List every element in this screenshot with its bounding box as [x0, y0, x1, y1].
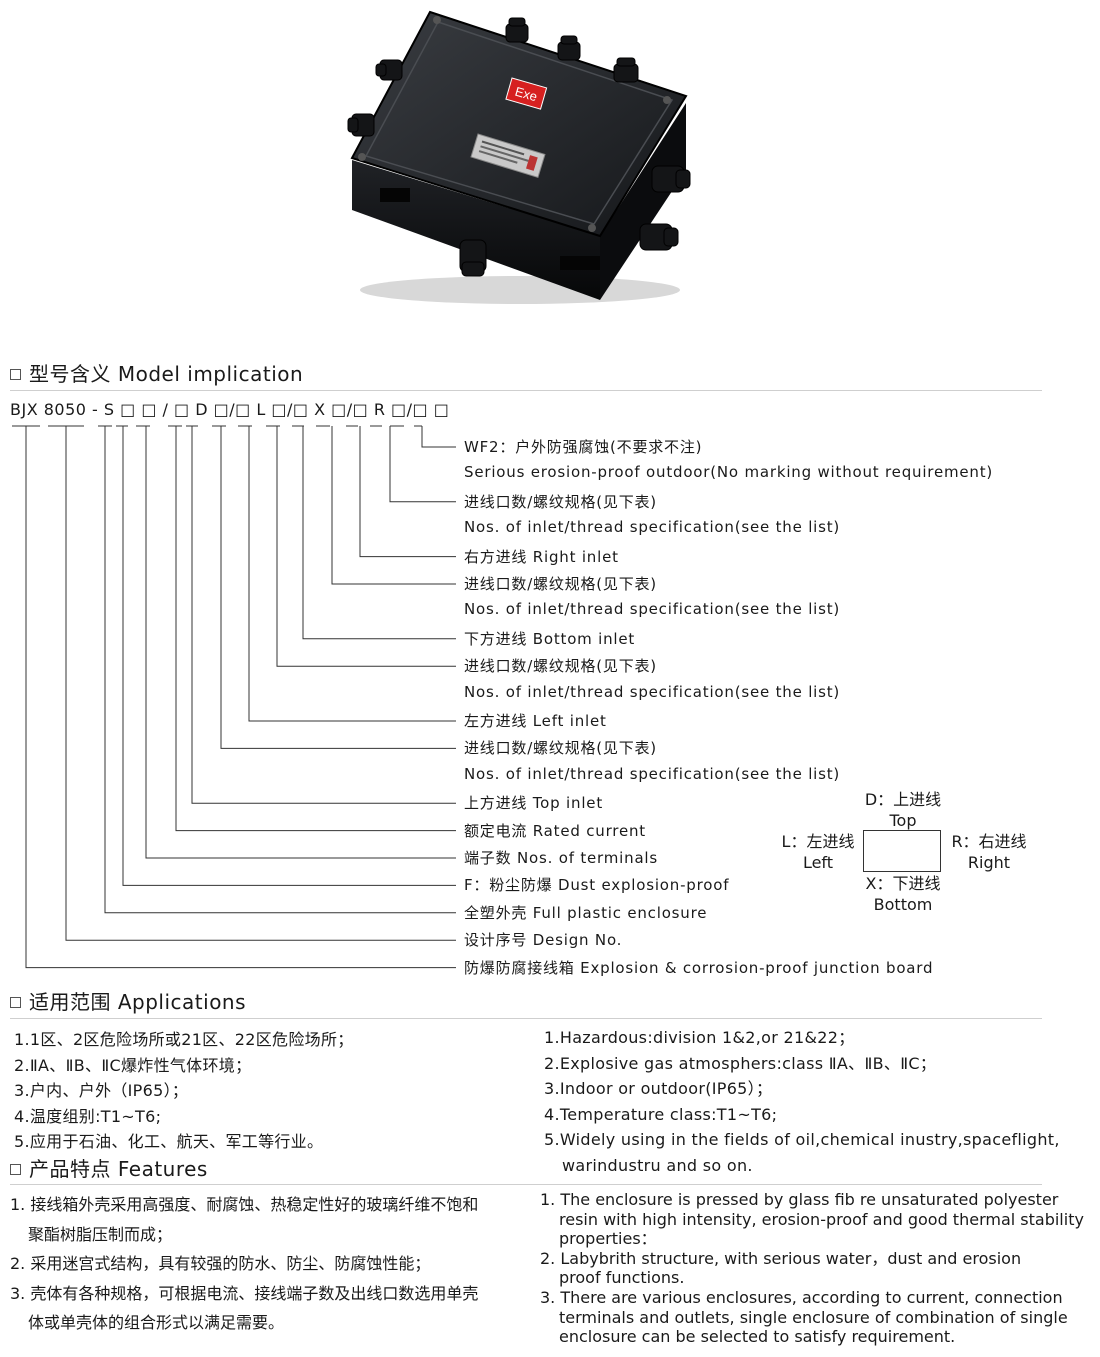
model-callout-label: 额定电流 Rated current: [464, 821, 646, 840]
list-item: 1.Hazardous:division 1&2,or 21&22；: [544, 1028, 855, 1047]
list-item: 体或单壳体的组合形式以满足需要。: [28, 1313, 285, 1332]
list-item: proof functions.: [559, 1268, 685, 1288]
model-callout-label: WF2：户外防强腐蚀(不要求不注): [464, 438, 703, 456]
list-item: 2.Explosive gas atmosphers:class ⅡA、ⅡB、Ⅱ…: [544, 1053, 937, 1073]
model-callout-label: 端子数 Nos. of terminals: [464, 849, 659, 867]
model-callout-label: F：粉尘防爆 Dust explosion-proof: [464, 876, 730, 895]
model-callout-label: 下方进线 Bottom inlet: [464, 629, 636, 648]
list-item: 4.Temperature class:T1~T6;: [544, 1104, 778, 1124]
model-callout-label: 进线口数/螺纹规格(见下表): [464, 657, 657, 676]
callout-leader-line: [25, 426, 67, 428]
list-item: 5.应用于石油、化工、航天、军工等行业。: [14, 1132, 324, 1151]
list-item: 4.温度组别:T1~T6;: [14, 1106, 162, 1126]
list-item: 3.Indoor or outdoor(IP65）；: [544, 1079, 773, 1098]
list-item: 聚酯树脂压制而成；: [28, 1224, 173, 1244]
callout-leader-line: [389, 426, 456, 503]
list-item: enclosure can be selected to satisfy req…: [559, 1327, 956, 1347]
list-item: 3. There are various enclosures, accordi…: [540, 1287, 1063, 1307]
callout-leader-line: [104, 426, 456, 914]
model-callout-label: Nos. of inlet/thread specification(see t…: [464, 518, 841, 537]
model-callout-lines: [12, 425, 456, 969]
model-callout-label: 进线口数/螺纹规格(见下表): [464, 575, 657, 593]
applications-title: 适用范围 Applications: [10, 986, 246, 1015]
section-divider: [10, 1018, 1042, 1019]
callout-leader-line: [122, 426, 456, 886]
features-cn-list: 1. 接线箱外壳采用高强度、耐腐蚀、热稳定性好的玻璃纤维不饱和 聚酯树脂压制而成…: [10, 1190, 478, 1338]
list-item: 1. 接线箱外壳采用高强度、耐腐蚀、热稳定性好的玻璃纤维不饱和: [10, 1195, 479, 1214]
model-callout-label: 上方进线 Top inlet: [464, 794, 604, 813]
callout-leader-line: [145, 426, 456, 859]
model-callout-label: 设计序号 Design No.: [464, 931, 623, 950]
features-title: 产品特点 Features: [10, 1153, 208, 1182]
model-callout-label: Nos. of inlet/thread specification(see t…: [464, 682, 841, 701]
list-item: warindustru and so on.: [562, 1155, 753, 1175]
callout-leader-line: [276, 426, 456, 667]
callout-leader-line: [220, 426, 456, 749]
list-item: properties：: [559, 1229, 657, 1249]
model-callout-label: 进线口数/螺纹规格(见下表): [464, 492, 657, 511]
applications-cn-list: 1.1区、2区危险场所或21区、22区危险场所； 2.ⅡA、ⅡB、ⅡC爆炸性气体…: [14, 1027, 354, 1155]
section-square-icon: [10, 1164, 21, 1175]
list-item: resin with high intensity, erosion-proof…: [559, 1209, 1084, 1229]
section-square-icon: [10, 997, 21, 1008]
list-item: 2. 采用迷宫式结构，具有较强的防水、防尘、防腐蚀性能；: [10, 1254, 431, 1273]
list-item: terminals and outlets, single enclosure …: [559, 1307, 1068, 1327]
applications-en-list: 1.Hazardous:division 1&2,or 21&22； 2.Exp…: [544, 1025, 1060, 1178]
callout-leader-line: [331, 426, 456, 585]
model-callout-label: Nos. of inlet/thread specification(see t…: [464, 764, 841, 783]
callout-leader-line: [175, 426, 456, 832]
list-item: 5.Widely using in the fields of oil,chem…: [544, 1130, 1060, 1149]
callout-leader-line: [191, 426, 456, 804]
list-item: 2.ⅡA、ⅡB、ⅡC爆炸性气体环境；: [14, 1055, 252, 1075]
list-item: 1.1区、2区危险场所或21区、22区危险场所；: [14, 1030, 354, 1049]
model-callout-label: 全塑外壳 Full plastic enclosure: [464, 903, 708, 922]
callout-leader-line: [248, 426, 456, 722]
features-en-list: 1. The enclosure is pressed by glass fib…: [540, 1190, 1084, 1347]
callout-leader-line: [65, 426, 456, 941]
callout-leader-line: [421, 426, 456, 448]
model-callout-label: 左方进线 Left inlet: [464, 712, 607, 730]
model-callout-label: 进线口数/螺纹规格(见下表): [464, 739, 657, 758]
callout-leader-line: [25, 426, 456, 969]
enclosure-box-diagram: [863, 830, 941, 872]
section-divider: [10, 1184, 1042, 1185]
model-callout-label: 防爆防腐接线箱 Explosion & corrosion-proof junc…: [464, 958, 934, 977]
list-item: 2. Labybrith structure, with serious wat…: [540, 1248, 1022, 1268]
list-item: 3. 壳体有各种规格，可根据电流、接线端子数及出线口数选用单壳: [10, 1283, 479, 1303]
list-item: 3.户内、户外（IP65）；: [14, 1081, 189, 1100]
section-square-icon: [10, 369, 21, 380]
callout-leader-line: [302, 426, 456, 640]
model-callout-label: Nos. of inlet/thread specification(see t…: [464, 600, 841, 619]
model-callout-label: 右方进线 Right inlet: [464, 547, 619, 566]
model-callout-label: Serious erosion-proof outdoor(No marking…: [464, 463, 994, 482]
list-item: 1. The enclosure is pressed by glass fib…: [540, 1190, 1059, 1209]
model-code: BJX 8050 - S □ □ / □ D □/□ L □/□ X □/□ R…: [10, 400, 450, 419]
junction-box-image: Exe: [347, 10, 691, 304]
exe-badge: Exe: [513, 84, 539, 105]
section-divider: [10, 390, 1042, 391]
callout-leader-line: [359, 426, 456, 558]
model-section-title: 型号含义 Model implication: [10, 358, 303, 387]
